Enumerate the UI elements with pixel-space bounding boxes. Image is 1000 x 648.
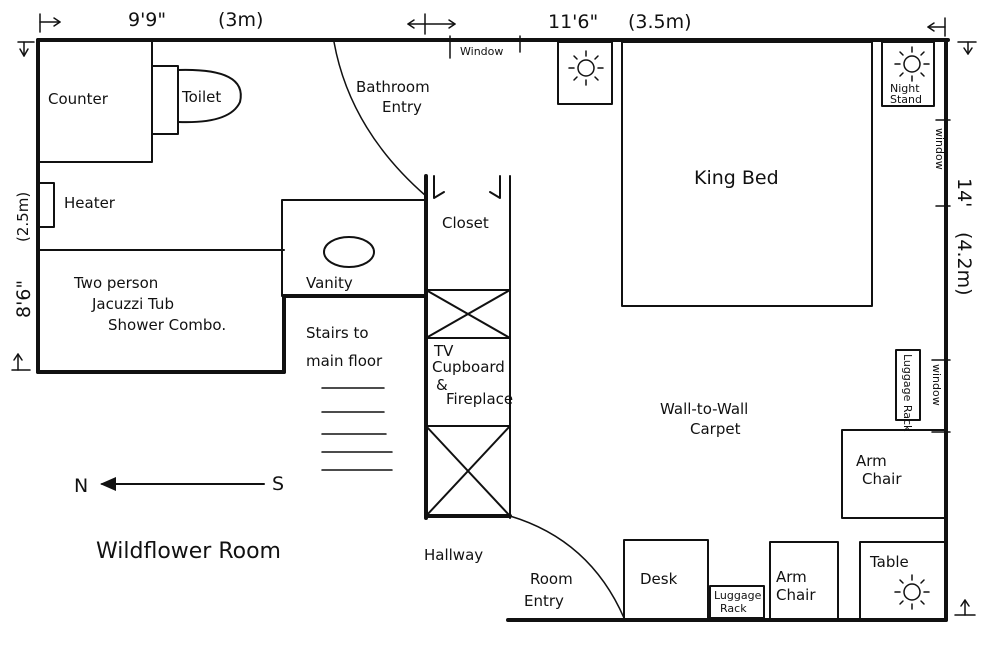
luggage-rack-bottom	[709, 585, 765, 619]
tub-label-line-2: Jacuzzi Tub	[91, 295, 174, 313]
dimension-right-ft: 14'	[953, 178, 975, 207]
top-window	[449, 35, 521, 59]
dimension-arrows	[11, 13, 977, 616]
compass-arrow-icon	[100, 477, 265, 491]
dimension-top-left-ft: 9'9"	[128, 9, 166, 31]
dimension-arrow-icon	[957, 41, 977, 55]
vanity-label: Vanity	[306, 274, 353, 292]
right-window-top	[935, 119, 951, 207]
arm-chair-bottom-label-1: Arm	[776, 568, 807, 586]
luggage-rack-bottom-label-2: Rack	[720, 602, 747, 615]
arm-chair-bottom-label-2: Chair	[776, 586, 816, 604]
lamp-icon	[568, 50, 604, 86]
right-window-top-label: window	[933, 128, 946, 170]
counter-label: Counter	[48, 90, 109, 108]
dimension-arrow-icon	[39, 13, 61, 33]
table-label: Table	[869, 553, 909, 571]
tub-label-line-3: Shower Combo.	[108, 316, 226, 334]
bathroom-door	[333, 41, 427, 197]
room-entry-label-1: Room	[530, 570, 573, 588]
dimension-arrow-icon	[407, 13, 456, 35]
tv-label-2: Cupboard	[432, 358, 505, 376]
king-bed-label: King Bed	[694, 167, 779, 189]
dimension-top-left-m: (3m)	[218, 9, 263, 31]
luggage-rack-right	[895, 349, 921, 421]
dimension-arrow-icon	[927, 17, 946, 37]
top-window-label: Window	[460, 45, 503, 58]
tv-label-4: Fireplace	[446, 390, 513, 408]
table	[859, 541, 947, 621]
dimension-top-right-m: (3.5m)	[628, 11, 692, 33]
dimension-right-m: (4.2m)	[953, 232, 975, 296]
desk	[623, 539, 709, 621]
closet-label: Closet	[442, 214, 489, 232]
toilet-label: Toilet	[181, 88, 221, 106]
dimension-left-m: (2.5m)	[14, 192, 32, 242]
lamp-icon	[894, 46, 930, 82]
dimension-top-right-ft: 11'6"	[548, 11, 598, 33]
hallway-label: Hallway	[424, 546, 483, 564]
bathroom-entry-label-1: Bathroom	[356, 78, 430, 96]
arm-chair-right	[841, 429, 947, 519]
stairs-label-1: Stairs to	[306, 324, 369, 342]
night-stand-left	[557, 41, 613, 105]
dimension-arrow-icon	[11, 353, 31, 371]
dimension-arrow-icon	[17, 41, 35, 57]
tv-label-1: TV	[433, 342, 454, 360]
carpet-label-1: Wall-to-Wall	[660, 400, 748, 418]
tub-label-line-1: Two person	[73, 274, 158, 292]
stairs	[321, 387, 393, 471]
vanity	[281, 199, 427, 297]
carpet-label-2: Carpet	[690, 420, 741, 438]
king-bed	[621, 41, 873, 307]
toilet	[151, 65, 242, 135]
room-door	[509, 515, 625, 619]
closet	[425, 175, 511, 291]
lamp-icon	[894, 574, 930, 610]
night-stand-label-2: Stand	[890, 93, 922, 106]
dimension-arrow-icon	[954, 599, 976, 616]
stairs-label-2: main floor	[306, 352, 383, 370]
heater-label: Heater	[64, 194, 116, 212]
luggage-rack-bottom-label-1: Luggage	[714, 589, 762, 602]
room-title: Wildflower Room	[96, 539, 281, 564]
luggage-rack-right-label: Luggage Rack	[901, 354, 914, 432]
arm-chair-right-label-1: Arm	[856, 452, 887, 470]
room-entry-label-2: Entry	[524, 592, 564, 610]
dimension-left-ft: 8'6"	[13, 280, 35, 318]
arm-chair-bottom	[769, 541, 839, 621]
arm-chair-right-label-2: Chair	[862, 470, 902, 488]
tv-label-3: &	[436, 376, 448, 394]
night-stand-label-1: Night	[890, 82, 920, 95]
heater	[37, 182, 55, 228]
right-window-bottom-label: window	[930, 364, 943, 406]
desk-label: Desk	[640, 570, 678, 588]
compass-north-label: N	[74, 475, 88, 497]
tv-cupboard-fireplace	[425, 289, 511, 517]
night-stand-right	[881, 41, 935, 107]
compass-south-label: S	[272, 473, 284, 495]
bathroom-entry-label-2: Entry	[382, 98, 422, 116]
